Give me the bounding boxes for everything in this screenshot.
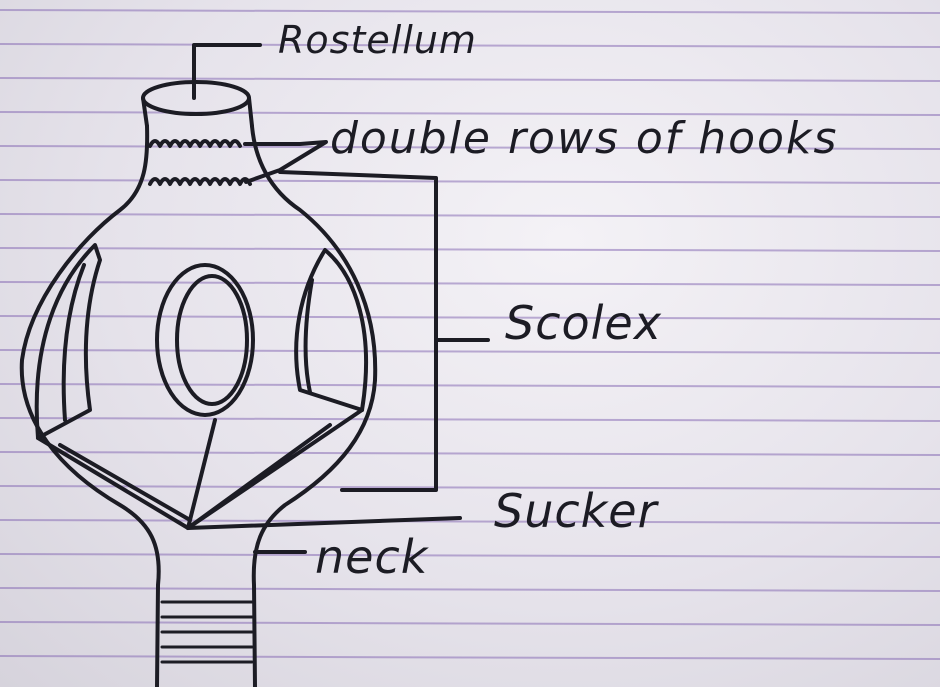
label-scolex: Scolex <box>505 296 662 350</box>
rule-line <box>0 452 940 455</box>
rule-line <box>0 248 940 251</box>
rule-line <box>0 316 940 319</box>
label-double-rows-of-hooks: double rows of hooks <box>330 113 838 164</box>
rule-line <box>0 656 940 659</box>
label-neck: neck <box>315 530 428 584</box>
rule-line <box>0 214 940 217</box>
hook-row-upper <box>150 141 240 146</box>
rule-line <box>0 78 940 81</box>
rule-line <box>0 588 940 591</box>
rule-line <box>0 418 940 421</box>
sucker-pointer <box>188 518 460 528</box>
rule-line <box>0 486 940 489</box>
rostellum-pointer <box>194 45 260 98</box>
sucker-left-inner <box>64 265 84 420</box>
rule-line <box>0 282 940 285</box>
label-sucker: Sucker <box>494 484 658 538</box>
ruled-lines <box>0 10 940 659</box>
sucker-center-outer <box>157 265 253 415</box>
neck-bands <box>162 602 252 662</box>
rule-line <box>0 622 940 625</box>
label-rostellum: Rostellum <box>278 18 477 62</box>
rule-line <box>0 350 940 353</box>
rule-line <box>0 384 940 387</box>
sucker-right-inner <box>306 280 312 392</box>
body-lower-lines <box>38 410 362 528</box>
rule-line <box>0 10 940 13</box>
rule-line <box>0 554 940 557</box>
sucker-left-outer <box>37 245 100 438</box>
